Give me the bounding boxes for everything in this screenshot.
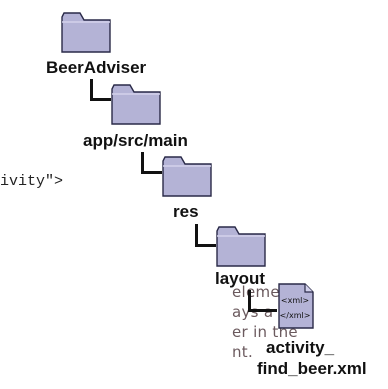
folder-icon	[162, 156, 212, 197]
tree-connector	[195, 224, 216, 247]
tree-item-label-line1: activity_	[266, 338, 335, 357]
tree-item-label-line2: find_beer.xml	[257, 359, 367, 378]
tree-item-label: app/src/main	[83, 131, 188, 150]
tree-item-label: layout	[215, 269, 266, 288]
xml-close-tag: </xml>	[280, 311, 311, 320]
note-line: ays a	[232, 303, 274, 321]
xml-open-tag: <xml>	[281, 296, 309, 305]
xml-file-icon: <xml> </xml>	[278, 283, 314, 329]
folder-icon	[61, 12, 111, 53]
code-fragment: ivity">	[0, 173, 64, 190]
tree-connector	[248, 290, 277, 312]
folder-icon	[111, 84, 161, 125]
tree-item-label: res	[173, 202, 199, 221]
tree-connector	[90, 79, 111, 101]
folder-icon	[216, 226, 266, 267]
note-line: nt.	[232, 343, 254, 361]
tree-item-label: BeerAdviser	[46, 58, 147, 77]
tree-connector	[141, 152, 162, 174]
